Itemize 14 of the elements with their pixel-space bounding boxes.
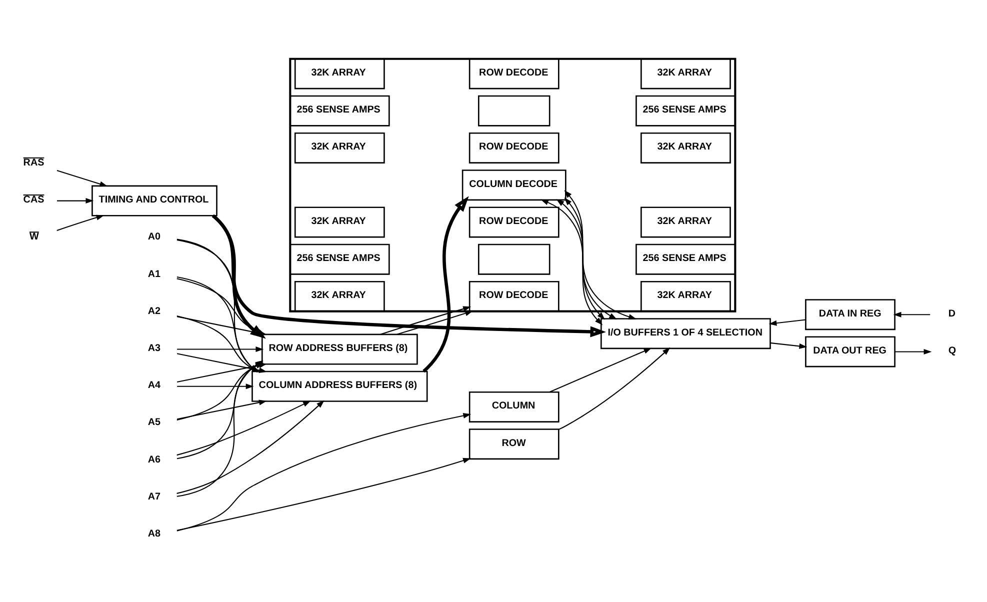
node-text: D [948, 308, 956, 320]
node-text: A5 [148, 417, 160, 428]
node-text: A0 [148, 232, 160, 243]
node-text: A1 [148, 268, 160, 280]
node-text: A3 [148, 342, 160, 354]
node-text: A8 [148, 528, 160, 540]
node-text: A4 [148, 380, 160, 392]
node-text: W [30, 232, 39, 243]
node-text: A6 [148, 454, 160, 466]
node-text: RAS [23, 157, 44, 168]
node-text: A7 [148, 491, 160, 502]
node-text: Q [948, 345, 956, 356]
node-text: A2 [148, 306, 160, 317]
node-text: CAS [23, 194, 44, 206]
